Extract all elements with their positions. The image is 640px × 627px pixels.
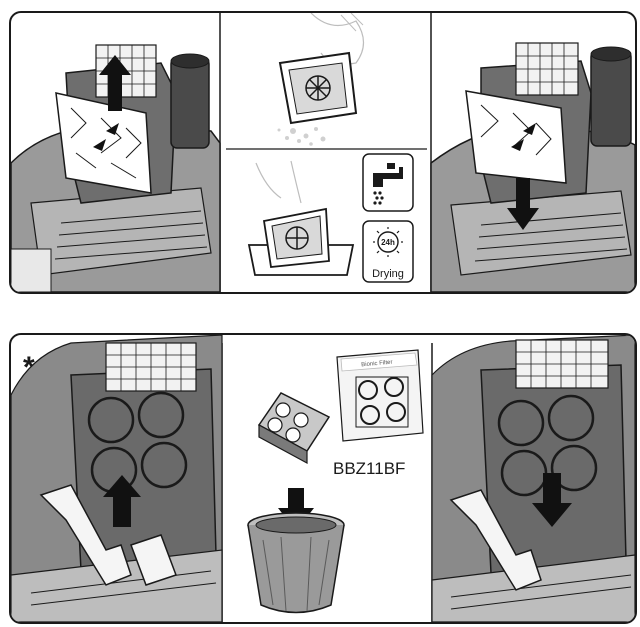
vacuum-compartment-remove xyxy=(11,44,221,292)
replacement-steps-panel: * xyxy=(9,333,637,624)
filter-pack xyxy=(336,349,424,442)
arrow-down-icon xyxy=(507,178,539,230)
used-filter xyxy=(257,392,331,465)
arrow-down-icon xyxy=(532,473,572,527)
waste-bin-icon xyxy=(247,512,345,614)
cleaning-steps-panel: 24h Drying xyxy=(9,11,637,294)
drying-label: Drying xyxy=(372,268,404,280)
rinsing-filter-scene xyxy=(247,160,355,276)
product-code: BBZ11BF xyxy=(333,459,405,478)
vacuum-compartment-insert xyxy=(430,42,635,292)
pack-brand: Bionic Filter xyxy=(361,360,393,369)
shaking-filter-scene xyxy=(277,13,365,146)
dust-particles xyxy=(277,127,326,146)
arrow-down-icon xyxy=(278,488,314,531)
filter-cassette-insert xyxy=(431,335,635,622)
replacement-steps-illustration: * xyxy=(11,335,635,622)
cleaning-steps-illustration: 24h Drying xyxy=(11,13,635,292)
timer-label: 24h xyxy=(381,238,395,247)
filter-cassette-remove xyxy=(11,335,223,622)
small-arrows-icon xyxy=(93,123,119,151)
arrow-up-icon xyxy=(99,55,131,111)
sun-clock-icon xyxy=(362,220,414,283)
arrow-up-icon xyxy=(103,475,141,527)
water-tap-icon xyxy=(362,153,414,212)
